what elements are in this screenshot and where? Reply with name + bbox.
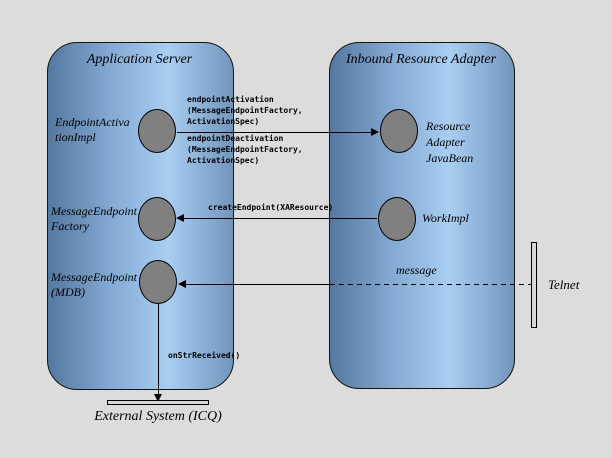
create-endpoint-call-label: createEndpoint(XAResource) [208, 203, 334, 212]
message-arrow-solid-line [186, 284, 330, 285]
endpoint-activation-call-label: endpointActivation (MessageEndpointFacto… [187, 95, 303, 126]
endpoint-activation-impl-node [138, 109, 176, 153]
message-arrow-dashed-line [330, 284, 531, 285]
message-endpoint-factory-label: MessageEndpoint Factory [51, 204, 137, 233]
on-str-received-call-label: onStrReceived() [168, 351, 241, 360]
on-str-received-arrow-line [158, 304, 159, 394]
create-endpoint-arrow-line [184, 218, 377, 219]
on-str-received-arrowhead-icon [154, 394, 162, 402]
application-server-title: Application Server [86, 52, 193, 67]
message-endpoint-factory-node [138, 197, 176, 241]
resource-adapter-javabean-node [380, 109, 418, 153]
inbound-resource-adapter-title: Inbound Resource Adapter [345, 52, 497, 67]
message-endpoint-mdb-label: MessageEndpoint (MDB) [51, 270, 137, 299]
work-impl-node [378, 197, 416, 241]
message-label: message [396, 263, 437, 277]
work-impl-label: WorkImpl [422, 211, 469, 225]
telnet-bar [531, 242, 537, 328]
external-system-bar [107, 400, 209, 405]
telnet-label: Telnet [548, 277, 580, 292]
external-system-label: External System (ICQ) [94, 409, 222, 424]
endpoint-activation-arrowhead-icon [371, 128, 379, 136]
inbound-resource-adapter-panel [329, 42, 515, 389]
message-arrowhead-icon [178, 280, 186, 288]
endpoint-activation-impl-label: EndpointActiva tionImpl [55, 115, 130, 144]
endpoint-deactivation-call-label: endpointDeactivation (MessageEndpointFac… [187, 134, 303, 165]
resource-adapter-javabean-label: Resource Adapter JavaBean [426, 119, 474, 165]
message-endpoint-mdb-node [139, 260, 177, 304]
create-endpoint-arrowhead-icon [176, 214, 184, 222]
endpoint-activation-arrow-line [177, 132, 371, 133]
